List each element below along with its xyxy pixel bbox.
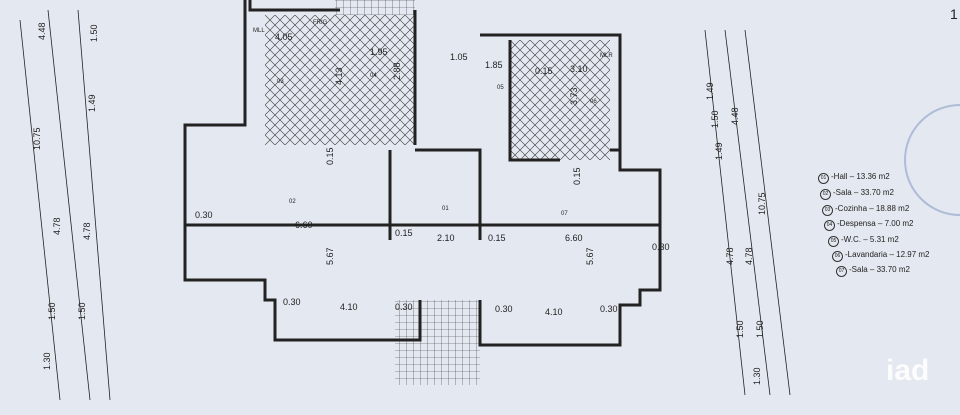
svg-text:4.78: 4.78 [52, 217, 62, 235]
svg-text:0.15: 0.15 [572, 167, 582, 185]
legend-item: 03-Cozinha – 18.88 m2 [822, 204, 909, 216]
svg-text:6.60: 6.60 [295, 220, 313, 230]
svg-text:0.30: 0.30 [395, 302, 413, 312]
svg-text:MLL: MLL [253, 28, 265, 34]
legend-item: 04-Despensa – 7.00 m2 [824, 219, 914, 231]
svg-text:0.30: 0.30 [600, 304, 618, 314]
svg-text:4.78: 4.78 [725, 247, 735, 265]
svg-text:2.88: 2.88 [392, 62, 402, 80]
left-dimension-labels: 4.48 1.50 1.49 10.75 4.78 4.78 1.50 1.50… [32, 22, 99, 370]
svg-text:06: 06 [590, 99, 597, 105]
svg-text:1.50: 1.50 [77, 302, 87, 320]
municipal-stamp [904, 104, 960, 216]
svg-text:10.75: 10.75 [32, 127, 42, 150]
svg-text:2.10: 2.10 [437, 233, 455, 243]
svg-text:3.10: 3.10 [570, 64, 588, 74]
entrance-tiles [395, 300, 480, 385]
svg-text:4.48: 4.48 [37, 22, 47, 40]
walls [183, 0, 662, 347]
svg-text:1.50: 1.50 [89, 24, 99, 42]
svg-text:4.13: 4.13 [334, 67, 344, 85]
page-number: 1 [950, 6, 958, 22]
svg-text:1.49: 1.49 [714, 142, 724, 160]
svg-text:02: 02 [289, 199, 296, 205]
svg-text:07: 07 [561, 211, 568, 217]
svg-text:4.10: 4.10 [545, 307, 563, 317]
svg-text:0.30: 0.30 [283, 297, 301, 307]
svg-text:0.30: 0.30 [195, 210, 213, 220]
right-dimension-chain [704, 29, 791, 396]
svg-text:10.75: 10.75 [757, 192, 767, 215]
svg-text:0.15: 0.15 [535, 66, 553, 76]
svg-text:1.30: 1.30 [42, 352, 52, 370]
svg-text:5.67: 5.67 [325, 247, 335, 265]
svg-text:5.67: 5.67 [585, 247, 595, 265]
left-dimension-chain [19, 9, 111, 401]
svg-text:1.50: 1.50 [735, 320, 745, 338]
svg-text:4.78: 4.78 [82, 222, 92, 240]
svg-text:1.05: 1.05 [450, 52, 468, 62]
svg-text:01: 01 [442, 206, 449, 212]
room-tags: 01 02 03 04 05 06 07 FRIG MLL MLR [253, 20, 613, 217]
svg-text:1.50: 1.50 [710, 110, 720, 128]
svg-text:1.49: 1.49 [87, 94, 97, 112]
legend-item: 01-Hall – 13.36 m2 [818, 172, 890, 184]
svg-text:0.15: 0.15 [488, 233, 506, 243]
svg-text:0.30: 0.30 [652, 242, 670, 252]
svg-text:05: 05 [497, 85, 504, 91]
kitchen-tiles [265, 15, 415, 145]
svg-text:1.85: 1.85 [485, 60, 503, 70]
svg-text:FRIG: FRIG [313, 20, 328, 26]
svg-text:MLR: MLR [600, 53, 613, 59]
svg-text:1.50: 1.50 [47, 302, 57, 320]
legend-item: 06-Lavandaria – 12.97 m2 [832, 250, 930, 262]
svg-text:4.10: 4.10 [340, 302, 358, 312]
svg-text:0.15: 0.15 [395, 228, 413, 238]
svg-text:6.60: 6.60 [565, 233, 583, 243]
svg-text:4.78: 4.78 [744, 247, 754, 265]
legend-item: 07-Sala – 33.70 m2 [836, 265, 910, 277]
svg-text:1.50: 1.50 [755, 320, 765, 338]
right-dimension-labels: 1.49 1.50 4.48 1.49 10.75 4.78 4.78 1.50… [705, 82, 767, 385]
legend-item: 02-Sala – 33.70 m2 [820, 188, 894, 200]
svg-text:0.30: 0.30 [495, 304, 513, 314]
laundry-tiles [510, 40, 610, 160]
svg-text:1.49: 1.49 [705, 82, 715, 100]
svg-text:1.30: 1.30 [752, 367, 762, 385]
svg-text:3.73: 3.73 [569, 87, 579, 105]
legend-item: 05-W.C. – 5.31 m2 [828, 235, 899, 247]
svg-text:1.95: 1.95 [370, 47, 388, 57]
svg-text:4.48: 4.48 [730, 107, 740, 125]
svg-text:4.05: 4.05 [275, 32, 293, 42]
plan-dimension-labels: 4.05 1.95 1.05 1.85 0.15 3.10 4.13 2.88 … [195, 32, 670, 317]
svg-text:04: 04 [370, 73, 377, 79]
svg-text:03: 03 [277, 79, 284, 85]
svg-text:0.15: 0.15 [325, 147, 335, 165]
